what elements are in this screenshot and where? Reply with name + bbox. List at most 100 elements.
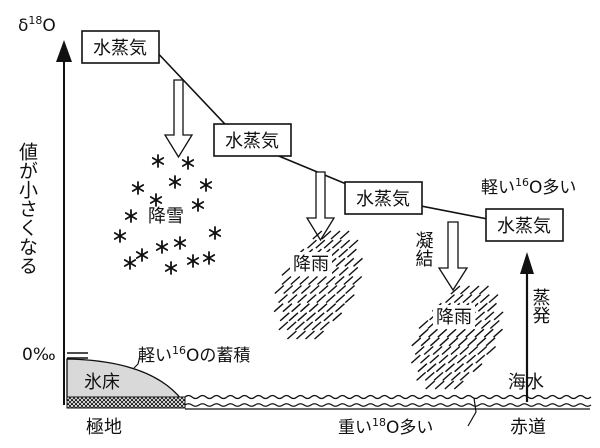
ice-sheet: 氷床 xyxy=(66,358,186,409)
svg-text:水蒸気: 水蒸気 xyxy=(356,189,410,210)
equator-label: 赤道 xyxy=(510,417,546,438)
rain-streak xyxy=(475,354,486,364)
rain-streak xyxy=(353,257,363,267)
rain-streak xyxy=(297,312,308,322)
snowflake-icon xyxy=(208,226,222,240)
rain-streak xyxy=(344,294,355,304)
rain-streak xyxy=(335,257,346,267)
rain-streak xyxy=(292,284,302,295)
snowflake-icon xyxy=(181,156,195,170)
rain-streak xyxy=(475,311,486,321)
rain-streak xyxy=(323,239,334,249)
rain-streak xyxy=(326,303,337,313)
rain-streak xyxy=(306,312,316,322)
accumulation-note: 軽い16Oの蓄積 xyxy=(138,344,250,366)
heavy-o18-leader xyxy=(467,397,477,427)
svg-text:水蒸気: 水蒸気 xyxy=(225,131,279,152)
vapor-box-1: 水蒸気 xyxy=(81,30,160,64)
rain-streak xyxy=(346,248,357,258)
rain-streak xyxy=(335,303,345,313)
rain-label-2: 降雨 xyxy=(436,307,472,328)
rain-streak xyxy=(317,303,328,313)
rain-streak xyxy=(444,380,455,390)
vapor-trend-line xyxy=(151,46,519,226)
rain-streak xyxy=(316,294,327,304)
down-arrow-condensation xyxy=(437,221,469,292)
rain-streak xyxy=(483,328,494,338)
rain-streak xyxy=(411,337,422,347)
snowflake-icon xyxy=(186,254,200,268)
rain-streak xyxy=(453,294,464,304)
rain-streak xyxy=(416,371,427,381)
rain-streak xyxy=(344,257,355,267)
rain-streak xyxy=(418,328,429,338)
rain-streak xyxy=(279,312,290,322)
rain-streak xyxy=(480,319,491,330)
rain-streak xyxy=(306,294,317,304)
rain-streak xyxy=(410,354,421,364)
rain-streak xyxy=(425,380,436,390)
rain-cluster-1 xyxy=(273,230,363,340)
svg-text:水蒸気: 水蒸気 xyxy=(93,38,147,59)
rain-streak xyxy=(345,284,356,295)
rain-streak xyxy=(348,239,359,249)
svg-text:水蒸気: 水蒸気 xyxy=(497,216,551,237)
rain-streak xyxy=(286,321,297,331)
rain-streak xyxy=(446,328,457,338)
rain-streak xyxy=(281,266,292,276)
rain-streak xyxy=(472,363,483,373)
vapor-box-4: 水蒸気 xyxy=(485,208,564,242)
ocean-bottom-wave xyxy=(184,403,592,407)
rain-streak xyxy=(325,294,336,304)
rain-streak xyxy=(424,371,435,381)
rain-streak xyxy=(479,285,489,295)
rain-streak xyxy=(273,303,284,313)
rain-streak xyxy=(288,312,299,322)
rain-streak xyxy=(314,330,325,340)
rain-streak xyxy=(314,312,325,322)
rain-streak xyxy=(423,345,434,356)
rain-streak xyxy=(455,328,466,338)
rain-streak xyxy=(278,321,289,331)
rain-streak xyxy=(282,303,293,313)
rain-streak xyxy=(439,337,450,347)
rain-streak xyxy=(428,328,438,338)
evaporation-label: 蒸発 xyxy=(530,288,551,324)
vapor-box-2: 水蒸気 xyxy=(213,123,292,157)
rain-streak xyxy=(299,275,310,286)
y-axis: δ18O 値が小さくなる 0‰ xyxy=(16,14,72,405)
condensation-label: 凝結 xyxy=(413,231,434,267)
rain-streak xyxy=(287,294,298,304)
snowflake-icon xyxy=(149,193,163,207)
rain-streak xyxy=(488,294,499,304)
rain-streak xyxy=(336,284,347,295)
ocean-surface-wave xyxy=(184,394,592,400)
snowflake-icon xyxy=(113,229,127,243)
rain-streak xyxy=(286,330,297,340)
y-axis-title: δ18O xyxy=(18,14,56,36)
rain-streak xyxy=(459,345,470,356)
rain-streak xyxy=(435,363,446,373)
rain-streak xyxy=(447,354,458,364)
snowflake-icon xyxy=(168,175,182,189)
light-o16-note: 軽い16O多い xyxy=(481,176,576,198)
snowflake-icon xyxy=(123,256,137,270)
rain-streak xyxy=(466,354,477,364)
rain-streak xyxy=(493,311,504,321)
rain-streak xyxy=(307,239,317,249)
ice-sheet-label: 氷床 xyxy=(84,372,120,393)
rain-streak xyxy=(493,328,503,338)
rain-streak xyxy=(340,239,351,249)
rain-streak xyxy=(485,337,496,347)
rain-streak xyxy=(334,275,345,286)
rain-streak xyxy=(319,321,330,331)
rain-streak xyxy=(290,275,301,286)
snowflake-icon xyxy=(199,178,213,192)
rain-streak xyxy=(323,312,334,322)
rain-streak xyxy=(330,230,341,240)
rain-streak xyxy=(291,303,302,313)
rain-streak xyxy=(300,284,311,295)
rain-streak xyxy=(454,363,465,373)
rain-streak xyxy=(309,284,320,295)
